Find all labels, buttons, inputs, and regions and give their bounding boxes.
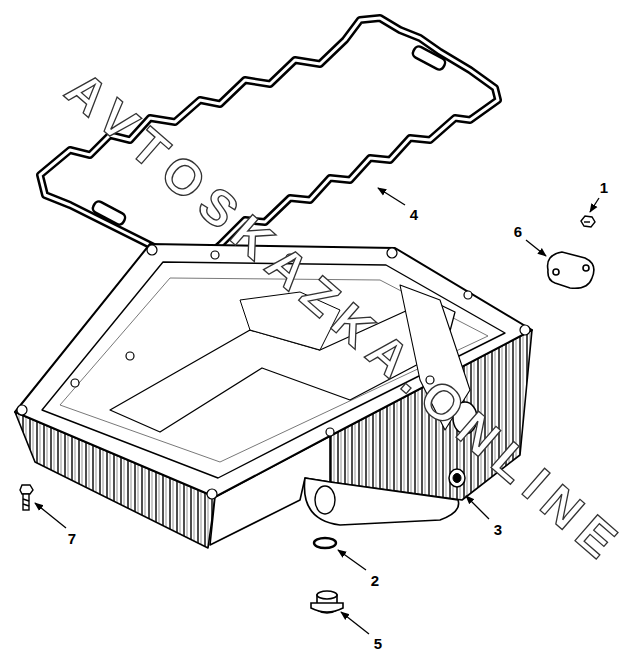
callout-number: 5 (374, 636, 382, 651)
leader-arrows (35, 188, 599, 634)
callout-number: 6 (514, 224, 522, 239)
callout-number: 3 (494, 522, 502, 537)
watermark-text: AVTOSKAZKA.ONLINE (57, 63, 633, 573)
callout-number: 4 (410, 207, 418, 222)
callout-number: 2 (371, 573, 379, 588)
bolt (581, 216, 595, 227)
o-ring (314, 538, 336, 548)
cover-plate (548, 252, 594, 288)
drain-plug (311, 591, 343, 613)
callout-number: 7 (68, 531, 76, 546)
bolt (20, 485, 33, 510)
callout-number: 1 (600, 180, 608, 195)
